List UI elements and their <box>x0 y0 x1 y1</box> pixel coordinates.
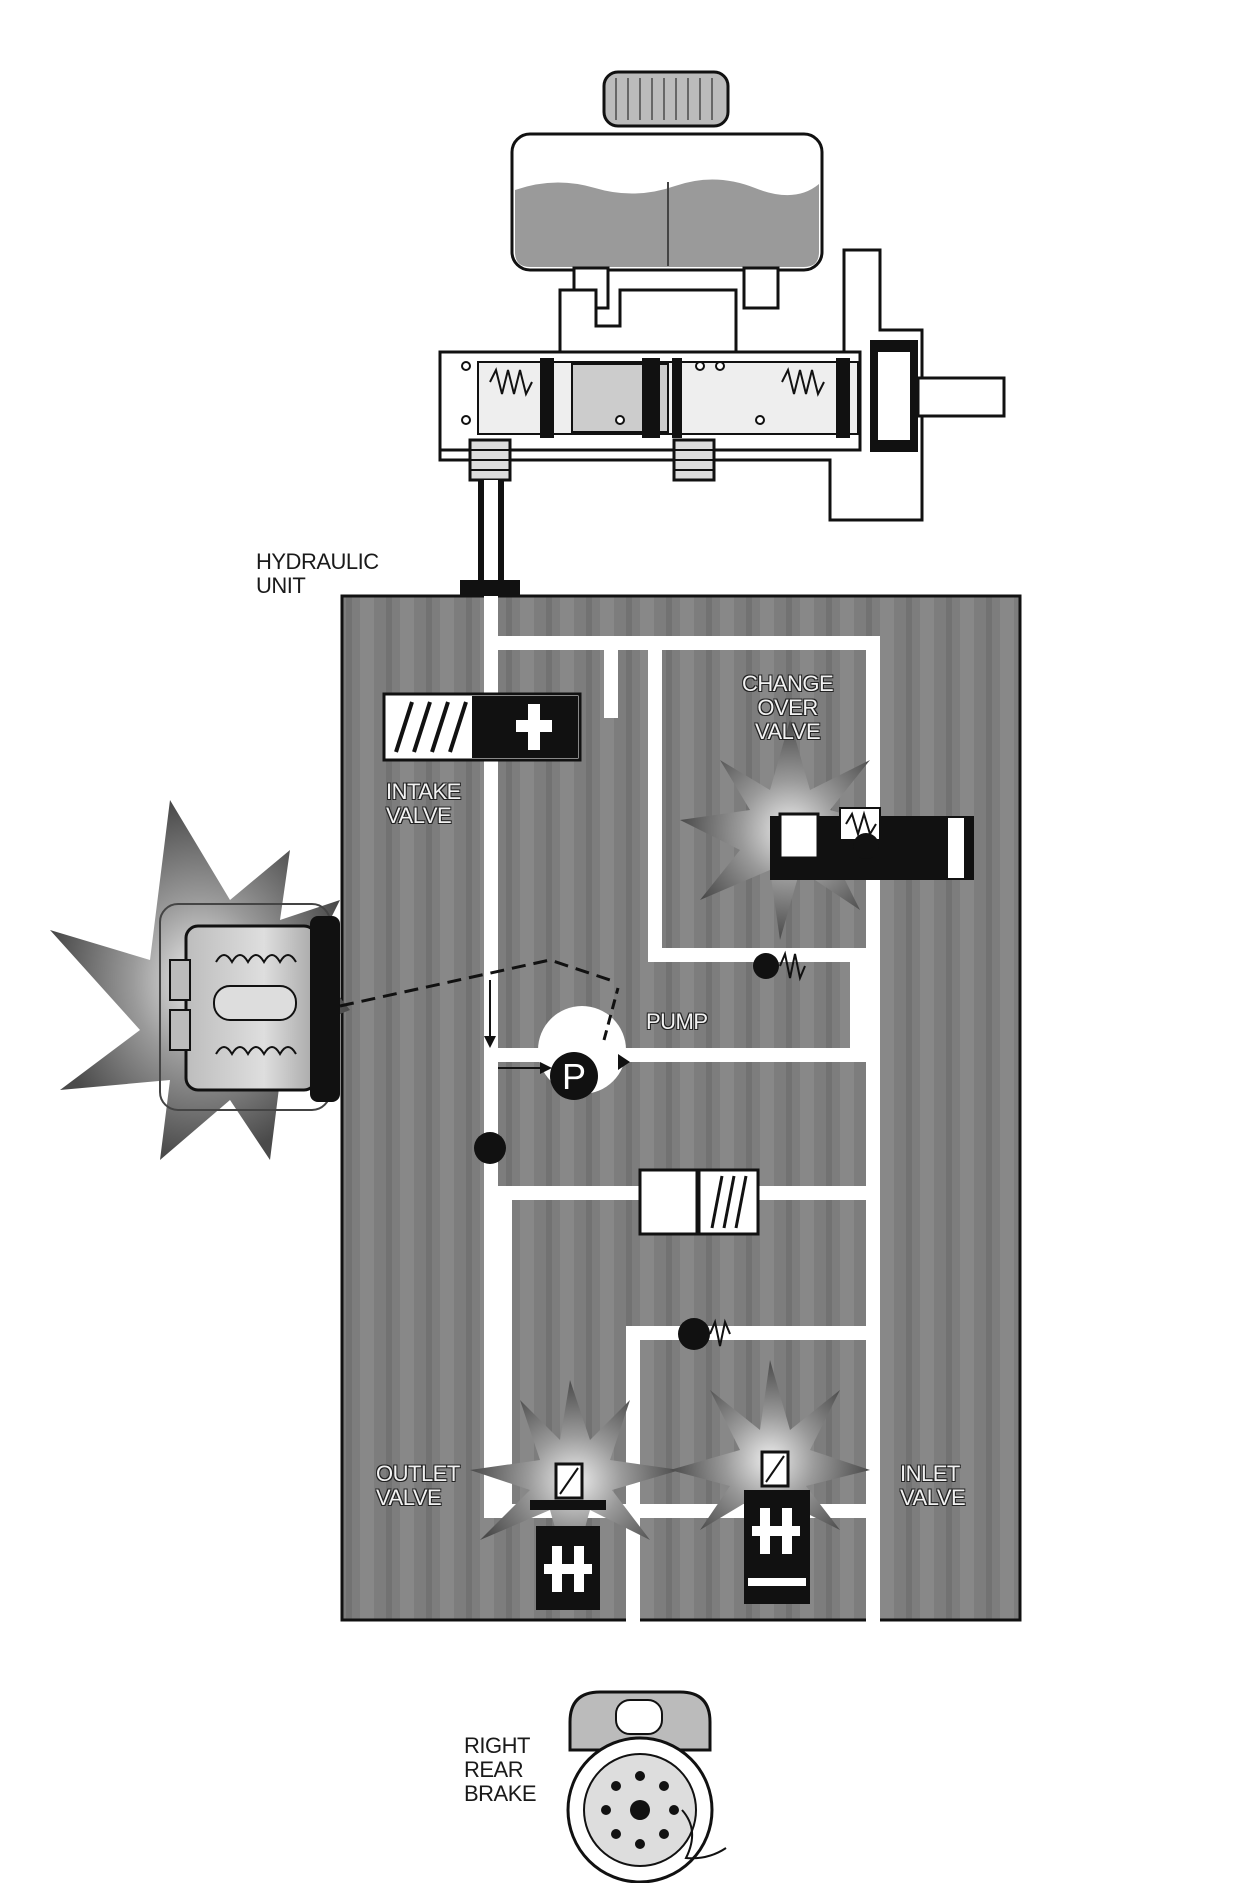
change-over-valve-label: CHANGE OVER VALVE <box>742 671 834 744</box>
inlet-valve-icon <box>744 1450 810 1604</box>
inlet-valve-label: INLET VALVE <box>900 1461 966 1510</box>
check-valve-icon <box>753 950 806 982</box>
fluid-passages <box>484 596 880 1746</box>
intake-valve-icon <box>382 692 582 762</box>
check-ball-icon <box>474 1132 506 1164</box>
reservoir <box>510 70 824 310</box>
brake-disc-icon <box>566 1690 727 1883</box>
hydraulic-unit-label: HYDRAULIC UNIT <box>256 549 379 598</box>
hydraulic-unit-body <box>340 594 1022 1622</box>
reservoir-cap-icon <box>602 70 730 128</box>
supply-line <box>460 480 520 598</box>
intake-valve-label: INTAKE VALVE <box>386 779 461 828</box>
accumulator-icon <box>638 1168 760 1236</box>
outlet-valve-icon <box>530 1462 606 1610</box>
pump-label: PUMP <box>646 1009 708 1034</box>
pump-icon: P <box>484 980 630 1100</box>
motor-icon <box>159 903 611 1111</box>
check-valve-icon <box>678 1318 731 1350</box>
master-cylinder-icon <box>438 248 1006 522</box>
changeover-valve-icon <box>770 807 974 880</box>
right-rear-brake-label: RIGHT REAR BRAKE <box>464 1733 537 1806</box>
outlet-valve-label: OUTLET VALVE <box>376 1461 460 1510</box>
svg-text:P: P <box>562 1056 586 1097</box>
